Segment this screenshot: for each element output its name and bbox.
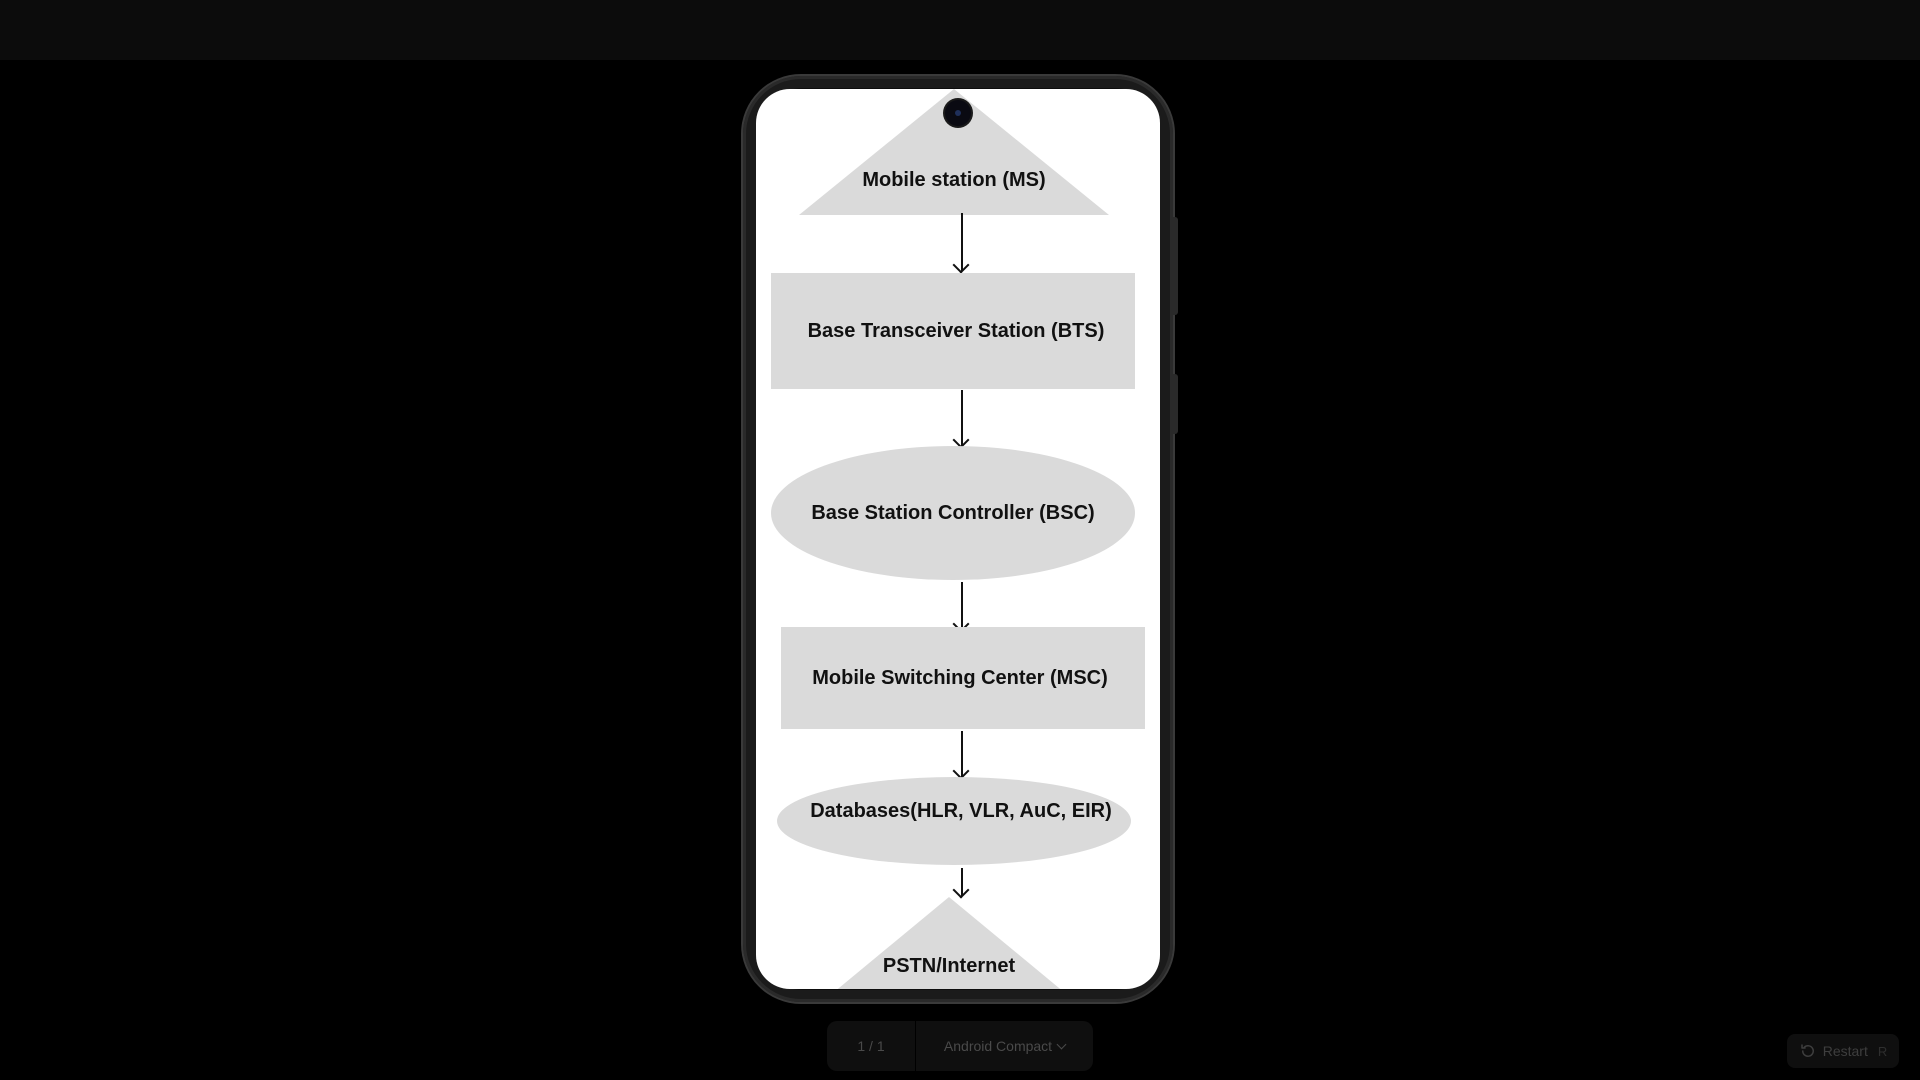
phone-volume-button [1173, 217, 1178, 315]
restart-icon [1800, 1044, 1814, 1057]
restart-button[interactable]: Restart R [1787, 1034, 1899, 1068]
device-select[interactable]: Android Compact [916, 1038, 1093, 1054]
databases-shape [777, 777, 1131, 865]
restart-shortcut: R [1877, 1043, 1888, 1059]
msc-shape [781, 627, 1145, 729]
bts-label: Base Transceiver Station (BTS) [807, 319, 1105, 342]
flow-arrow [952, 731, 972, 780]
phone-power-button [1173, 374, 1178, 434]
mobile-station-label: Mobile station (MS) [862, 168, 1046, 191]
flow-arrow [952, 213, 972, 274]
databases-label: Databases(HLR, VLR, AuC, EIR) [810, 799, 1112, 822]
flow-arrow [952, 868, 972, 899]
bsc-shape [771, 446, 1135, 580]
flow-arrow [952, 390, 972, 449]
toolbar-divider [915, 1021, 916, 1071]
msc-label: Mobile Switching Center (MSC) [812, 666, 1108, 689]
phone-screen: Mobile station (MS) Base Transceiver Sta… [756, 89, 1160, 989]
device-toolbar: 1 / 1 Android Compact [827, 1021, 1093, 1071]
flow-arrow [952, 582, 972, 633]
top-bar [0, 0, 1920, 60]
pstn-internet-label: PSTN/Internet [882, 954, 1016, 977]
restart-label: Restart [1822, 1043, 1868, 1059]
page-indicator: 1 / 1 [857, 1038, 885, 1054]
device-select-label: Android Compact [943, 1038, 1053, 1054]
front-camera-icon [945, 100, 971, 126]
bts-shape [771, 273, 1135, 389]
chevron-down-icon [1056, 1039, 1067, 1049]
bsc-label: Base Station Controller (BSC) [811, 501, 1095, 524]
